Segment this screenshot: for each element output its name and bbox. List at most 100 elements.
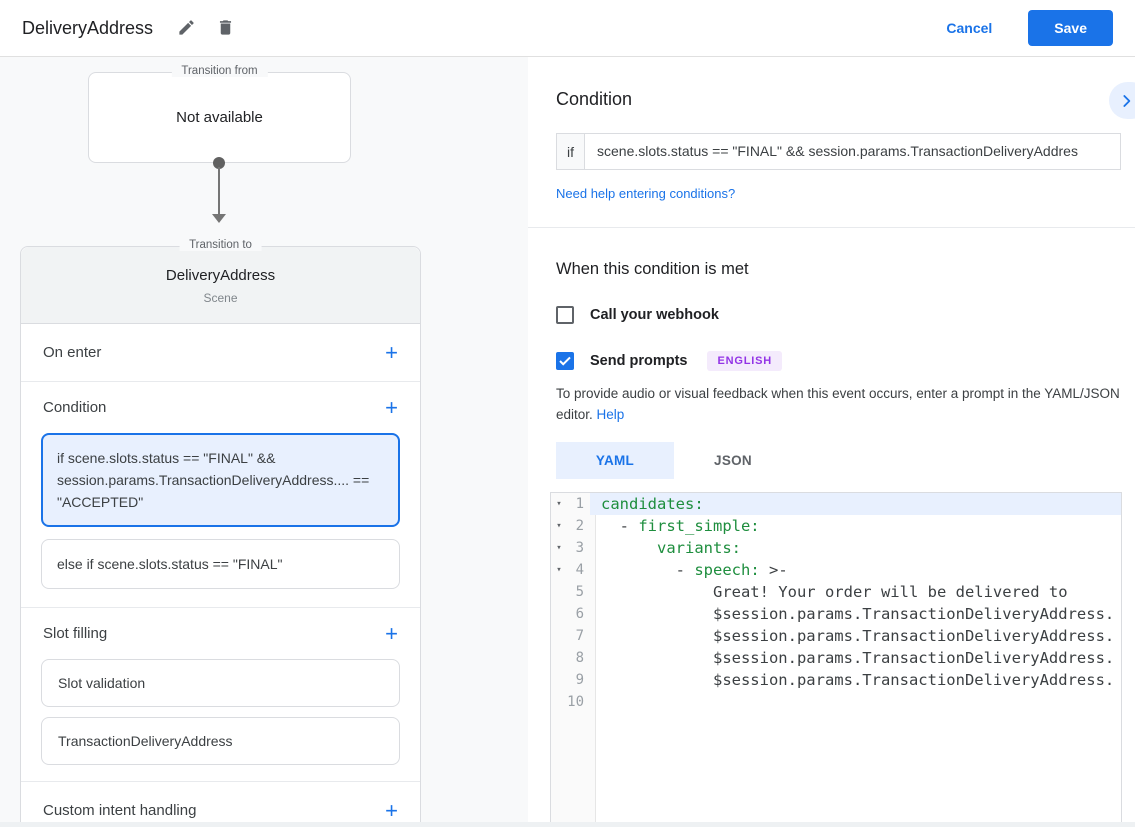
line-number: 9 xyxy=(575,671,584,688)
send-prompts-label: Send prompts xyxy=(590,353,688,369)
editor-tabs: YAML JSON xyxy=(556,441,1135,479)
divider xyxy=(528,227,1135,228)
collapse-panel-button[interactable] xyxy=(1109,82,1135,119)
scene-type: Scene xyxy=(203,291,238,305)
add-condition-icon[interactable]: + xyxy=(385,394,398,420)
arrow-down-icon xyxy=(212,214,226,223)
prompt-description: To provide audio or visual feedback when… xyxy=(556,384,1121,426)
condition-panel-header: Condition xyxy=(556,89,1135,110)
transition-to-label: Transition to xyxy=(179,239,262,251)
condition-panel-title: Condition xyxy=(556,89,633,109)
save-button[interactable]: Save xyxy=(1028,10,1113,46)
tab-yaml[interactable]: YAML xyxy=(556,441,674,479)
fold-toggle-icon[interactable]: ▾ xyxy=(556,520,562,531)
connector-dot xyxy=(213,157,225,169)
code-line: 10 xyxy=(551,691,1121,713)
transition-to-box: Transition to DeliveryAddress Scene On e… xyxy=(20,239,421,827)
fold-toggle-icon[interactable]: ▾ xyxy=(556,564,562,575)
main-content: Transition from Not available Transition… xyxy=(0,57,1135,827)
condition-card[interactable]: if scene.slots.status == "FINAL" && sess… xyxy=(41,433,400,527)
send-prompts-checkbox[interactable] xyxy=(556,352,574,370)
section-condition: Condition + if scene.slots.status == "FI… xyxy=(21,382,420,607)
code-line: 5 Great! Your order will be delivered to xyxy=(551,581,1121,603)
code-text[interactable]: candidates: xyxy=(590,492,1121,515)
help-link[interactable]: Help xyxy=(596,406,625,422)
code-line-list: ▾ 1 candidates: ▾ 2 - first_simple: ▾ 3 varian… xyxy=(551,492,1121,713)
if-prefix-label: if xyxy=(556,133,585,170)
chevron-right-icon xyxy=(1123,94,1131,107)
code-text[interactable]: $session.params.TransactionDeliveryAddre… xyxy=(601,626,1115,645)
slot-card[interactable]: Slot validation xyxy=(41,659,400,707)
call-webhook-checkbox[interactable] xyxy=(556,306,574,324)
transition-from-label: Transition from xyxy=(171,65,268,77)
add-slot-icon[interactable]: + xyxy=(385,620,398,646)
when-condition-met-title: When this condition is met xyxy=(556,260,749,278)
scene-header[interactable]: DeliveryAddress Scene xyxy=(21,247,420,324)
code-text[interactable]: $session.params.TransactionDeliveryAddre… xyxy=(601,604,1115,623)
section-custom-intent: Custom intent handling + xyxy=(21,782,420,827)
slot-card[interactable]: TransactionDeliveryAddress xyxy=(41,717,400,765)
delete-scene-button[interactable] xyxy=(216,18,235,38)
custom-intent-label: Custom intent handling xyxy=(43,802,197,819)
code-line: ▾ 3 variants: xyxy=(551,537,1121,559)
code-text[interactable] xyxy=(590,691,1121,713)
line-number: 10 xyxy=(567,693,584,710)
code-text[interactable]: - first_simple: xyxy=(601,516,760,535)
connector-line xyxy=(218,167,220,215)
slot-filling-label: Slot filling xyxy=(43,625,108,642)
condition-card[interactable]: else if scene.slots.status == "FINAL" xyxy=(41,539,400,589)
fold-toggle-icon[interactable]: ▾ xyxy=(556,498,562,509)
divider xyxy=(21,381,420,382)
bottom-scroll-strip xyxy=(0,822,1135,827)
code-line: ▾ 4 - speech: >- xyxy=(551,559,1121,581)
code-line: 6 $session.params.TransactionDeliveryAdd… xyxy=(551,603,1121,625)
line-number: 2 xyxy=(575,517,584,534)
code-text[interactable]: - speech: >- xyxy=(601,560,788,579)
line-number: 6 xyxy=(575,605,584,622)
yaml-code-editor[interactable]: ▾ 1 candidates: ▾ 2 - first_simple: ▾ 3 varian… xyxy=(550,491,1122,827)
condition-expression-input[interactable]: scene.slots.status == "FINAL" && session… xyxy=(585,133,1121,170)
send-prompts-row: Send prompts ENGLISH xyxy=(556,351,1135,371)
call-webhook-label: Call your webhook xyxy=(590,307,719,323)
scene-name: DeliveryAddress xyxy=(165,267,276,284)
code-line: 8 $session.params.TransactionDeliveryAdd… xyxy=(551,647,1121,669)
code-text[interactable]: Great! Your order will be delivered to xyxy=(601,582,1068,601)
trash-icon xyxy=(220,20,232,35)
line-number: 4 xyxy=(575,561,584,578)
page-title: DeliveryAddress xyxy=(22,17,154,38)
condition-expression-field: if scene.slots.status == "FINAL" && sess… xyxy=(556,133,1121,170)
top-bar: DeliveryAddress Cancel Save xyxy=(0,0,1135,57)
code-text[interactable]: variants: xyxy=(657,538,741,557)
divider xyxy=(21,781,420,782)
code-line: ▾ 2 - first_simple: xyxy=(551,515,1121,537)
add-custom-intent-icon[interactable]: + xyxy=(385,797,398,823)
language-badge: ENGLISH xyxy=(707,351,782,371)
transition-from-value: Not available xyxy=(176,109,263,126)
condition-card-list: if scene.slots.status == "FINAL" && sess… xyxy=(21,433,420,589)
on-enter-label: On enter xyxy=(43,344,102,361)
condition-section-label: Condition xyxy=(43,399,107,416)
scene-graph-panel: Transition from Not available Transition… xyxy=(0,57,528,827)
conditions-help-link[interactable]: Need help entering conditions? xyxy=(556,186,736,201)
code-text[interactable]: $session.params.TransactionDeliveryAddre… xyxy=(601,670,1115,689)
condition-detail-panel: Condition if scene.slots.status == "FINA… xyxy=(528,57,1135,827)
code-text[interactable]: $session.params.TransactionDeliveryAddre… xyxy=(601,648,1115,667)
tab-json[interactable]: JSON xyxy=(714,452,752,468)
line-number: 8 xyxy=(575,649,584,666)
line-number: 1 xyxy=(575,495,584,512)
prompt-description-text: To provide audio or visual feedback when… xyxy=(556,386,1120,422)
line-number: 3 xyxy=(575,539,584,556)
webhook-row: Call your webhook xyxy=(556,306,1135,324)
cancel-button[interactable]: Cancel xyxy=(946,20,993,36)
divider xyxy=(21,607,420,608)
fold-toggle-icon[interactable]: ▾ xyxy=(556,542,562,553)
edit-scene-name-button[interactable] xyxy=(177,18,196,38)
line-number: 7 xyxy=(575,627,584,644)
pencil-icon xyxy=(179,20,194,35)
add-on-enter-icon[interactable]: + xyxy=(385,339,398,365)
code-line: 7 $session.params.TransactionDeliveryAdd… xyxy=(551,625,1121,647)
transition-from-box: Transition from Not available xyxy=(88,65,351,163)
